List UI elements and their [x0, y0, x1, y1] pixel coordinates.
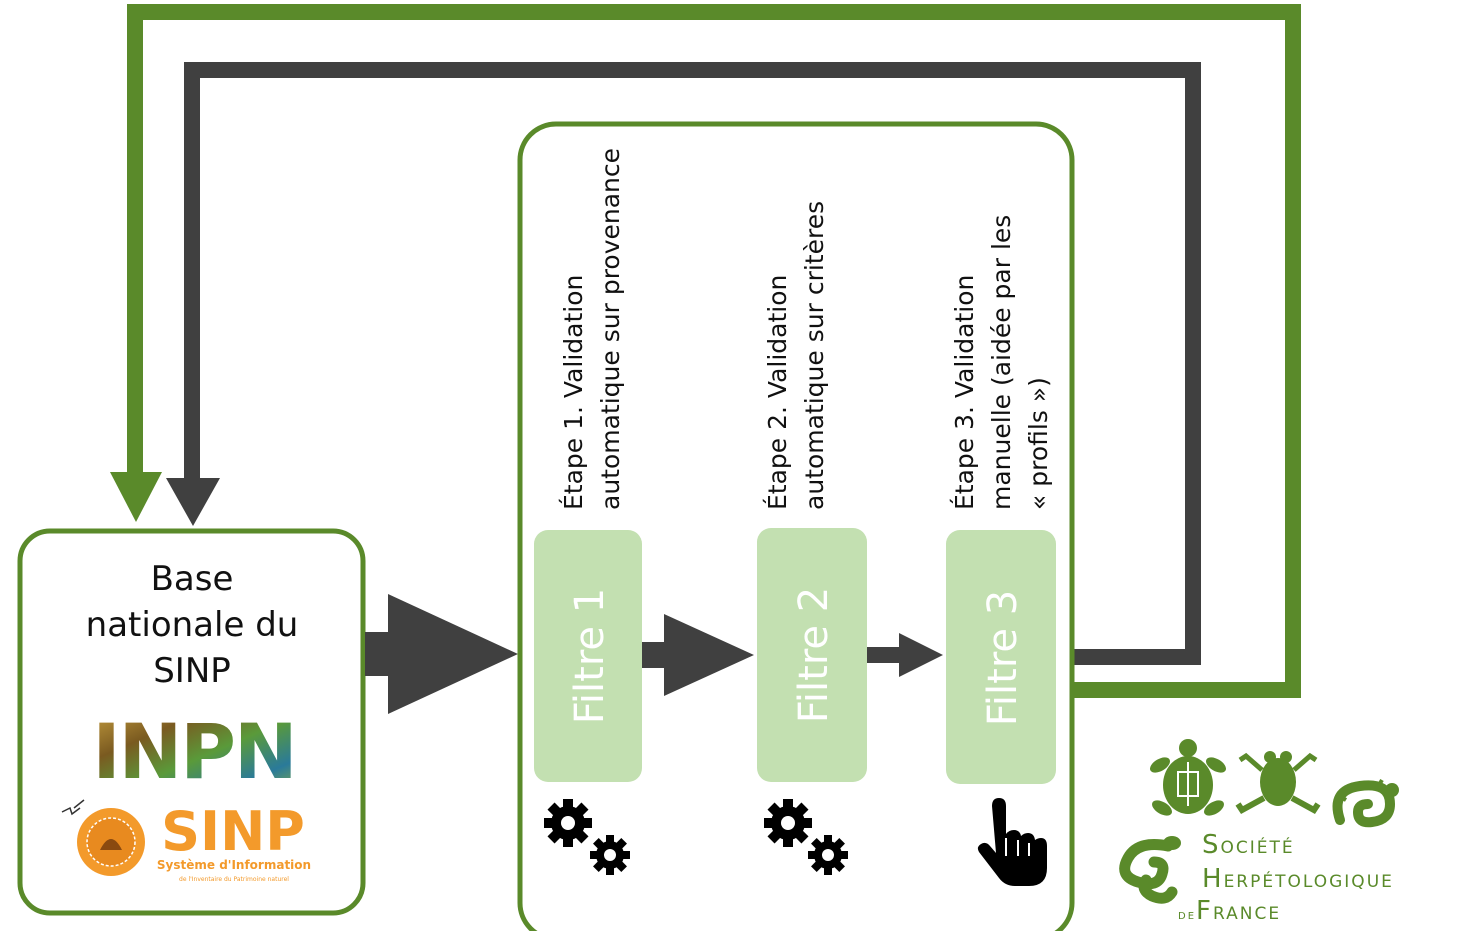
turtle-icon [1150, 739, 1226, 816]
sinp-logo-text: SINP [161, 800, 305, 863]
step-3-label-line-1: Étape 3. Validation [950, 275, 979, 510]
main-arrow [365, 594, 518, 714]
sinp-logo-subtitle-2: de l'Inventaire du Patrimoine naturel [179, 876, 289, 883]
arrow-filter-2-to-3 [867, 633, 943, 677]
shf-logo: SOCIÉTÉ HERPÉTOLOGIQUE DEFRANCE [1119, 739, 1399, 926]
hand-pointer-icon [977, 798, 1047, 886]
filter-2: Filtre 2 [757, 528, 867, 782]
step-3-label: Étape 3. Validation manuelle (aidée par … [950, 215, 1053, 510]
green-feedback-arrowhead [110, 472, 162, 522]
shf-line-3: DEFRANCE [1178, 896, 1281, 926]
frog-icon [1235, 751, 1321, 814]
step-1-label: Étape 1. Validation automatique sur prov… [559, 148, 625, 510]
dark-feedback-line [184, 62, 1201, 665]
base-line-3: SINP [153, 651, 231, 691]
shf-line-2-rest: ERPÉTOLOGIQUE [1224, 870, 1394, 892]
shf-line-1: SOCIÉTÉ [1202, 830, 1295, 860]
step-1-label-line-2: automatique sur provenance [596, 148, 625, 510]
shf-line-2: HERPÉTOLOGIQUE [1202, 864, 1394, 894]
shf-line-1-rest: OCIÉTÉ [1221, 836, 1295, 858]
step-3-label-line-3: « profils ») [1024, 377, 1053, 510]
base-line-2: nationale du [86, 605, 299, 645]
inpn-logo-text: INPN [92, 707, 295, 796]
inpn-logo: INPN [92, 707, 297, 796]
step-1-label-line-1: Étape 1. Validation [559, 275, 588, 510]
base-sinp-box: Base nationale du SINP INPN SINP Système… [17, 528, 366, 916]
salamander-icon [1332, 778, 1399, 828]
step-3-label-line-2: manuelle (aidée par les [987, 215, 1016, 510]
snake-icon [1119, 836, 1181, 904]
filter-3-label: Filtre 3 [980, 590, 1026, 726]
filter-1-label: Filtre 1 [567, 588, 613, 724]
sinp-logo-subtitle-1: Système d'Information [157, 858, 311, 872]
dark-feedback-arrowhead [166, 478, 220, 526]
shf-line-1-initial: S [1202, 830, 1221, 860]
arrow-filter-1-to-2 [642, 614, 754, 696]
shf-line-3-rest: RANCE [1213, 904, 1281, 924]
shf-line-3-de: DE [1178, 911, 1196, 922]
step-2-label-line-2: automatique sur critères [800, 201, 829, 510]
step-2-label-line-1: Étape 2. Validation [763, 275, 792, 510]
filter-3: Filtre 3 [946, 530, 1056, 784]
sinp-logo: SINP Système d'Information de l'Inventai… [61, 799, 311, 883]
filter-1: Filtre 1 [534, 530, 642, 782]
green-feedback-line [127, 4, 1301, 698]
base-line-1: Base [151, 559, 234, 599]
shf-line-2-initial: H [1202, 864, 1224, 894]
step-2-label: Étape 2. Validation automatique sur crit… [763, 201, 829, 510]
filter-2-label: Filtre 2 [791, 587, 837, 723]
filters-container [517, 121, 1075, 931]
shf-line-3-initial: F [1196, 896, 1213, 926]
